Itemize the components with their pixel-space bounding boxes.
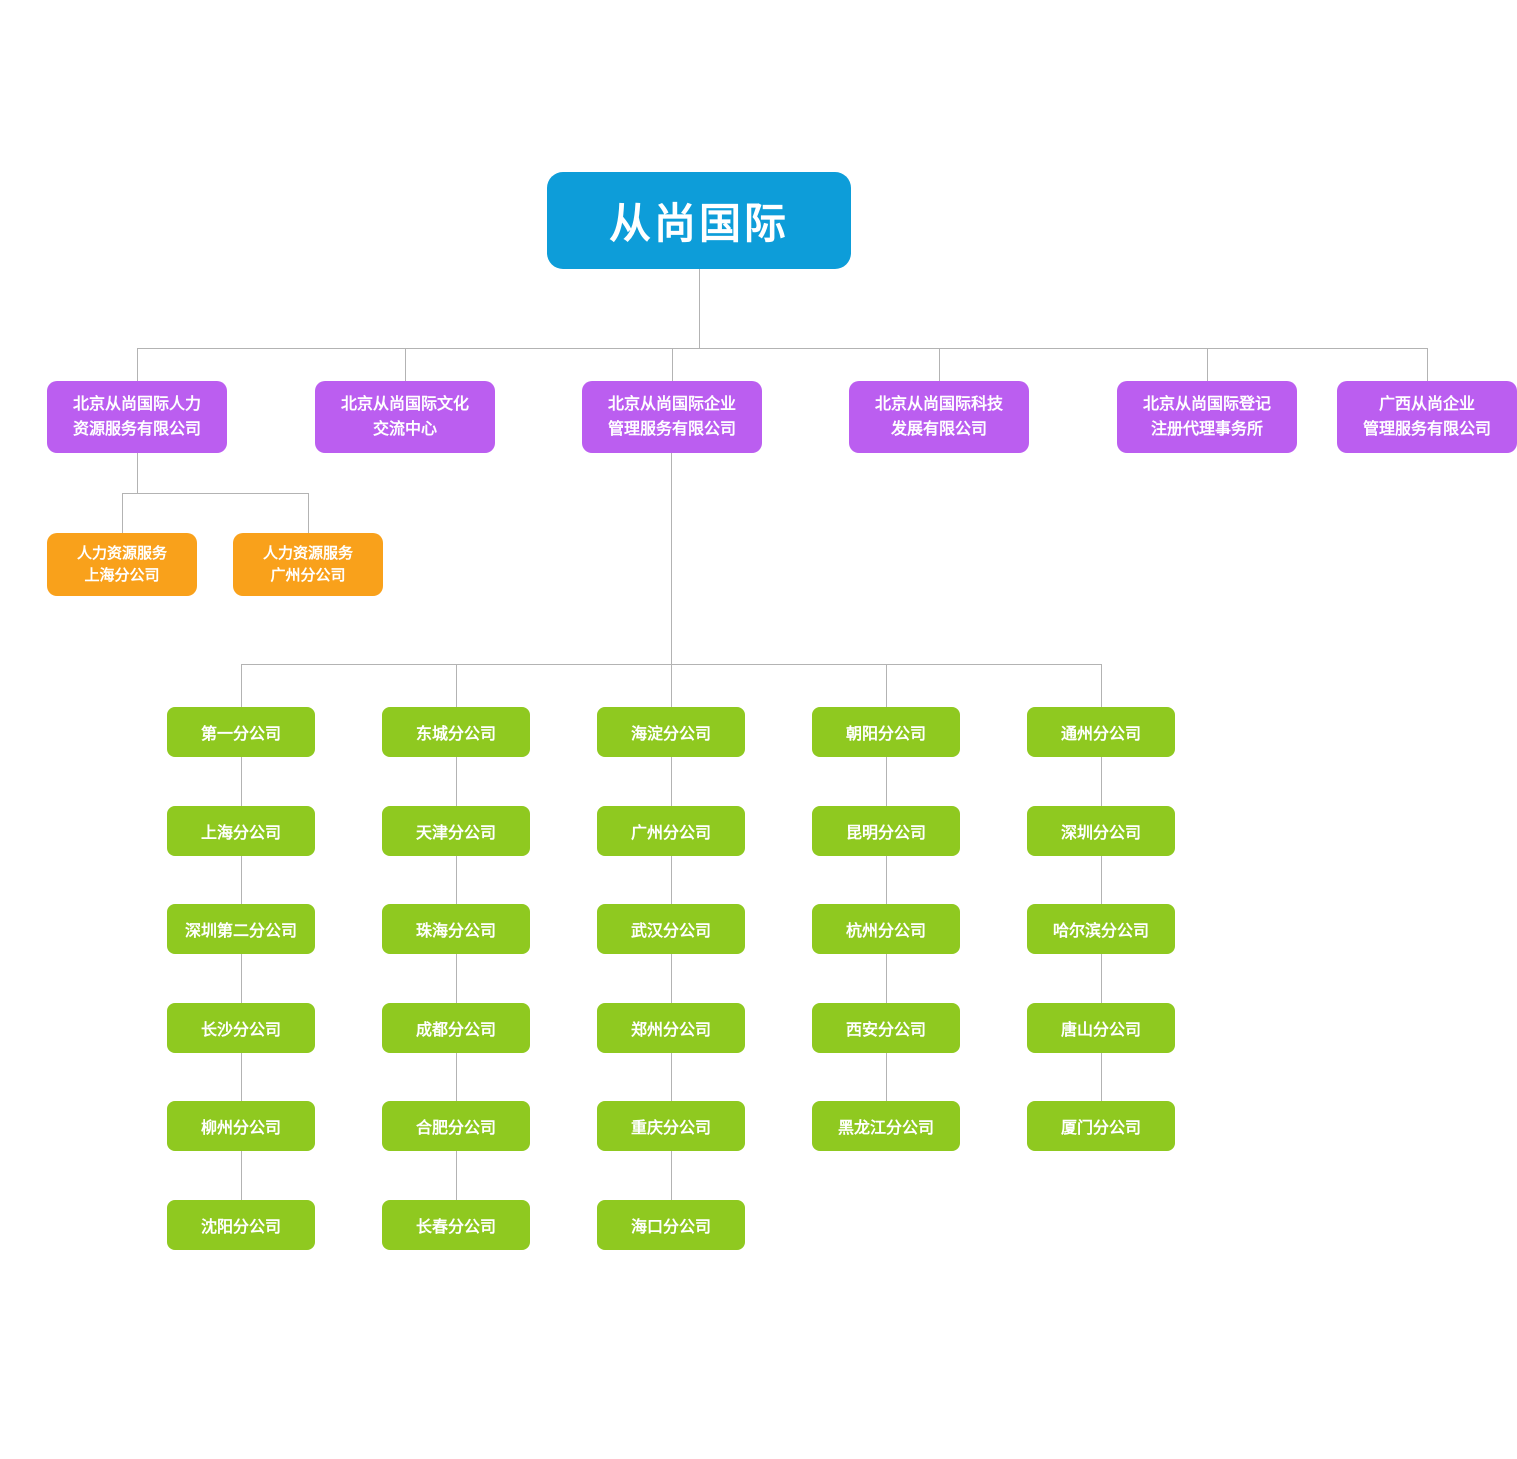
org-node-leaf: 黑龙江分公司 (812, 1101, 960, 1151)
org-node-leaf: 沈阳分公司 (167, 1200, 315, 1250)
org-node-leaf: 郑州分公司 (597, 1003, 745, 1053)
org-node-level2: 北京从尚国际登记 注册代理事务所 (1117, 381, 1297, 453)
org-node-leaf: 第一分公司 (167, 707, 315, 757)
connector-line (886, 954, 887, 1003)
connector-line (1101, 1053, 1102, 1101)
org-node-level2: 北京从尚国际人力 资源服务有限公司 (47, 381, 227, 453)
org-node-leaf: 昆明分公司 (812, 806, 960, 856)
connector-line (671, 1053, 672, 1101)
connector-line (939, 348, 940, 381)
org-node-leaf: 朝阳分公司 (812, 707, 960, 757)
org-node-hr-branch: 人力资源服务 上海分公司 (47, 533, 197, 596)
org-node-leaf: 柳州分公司 (167, 1101, 315, 1151)
connector-line (886, 1053, 887, 1101)
connector-line (671, 664, 672, 707)
connector-line (1101, 664, 1102, 707)
org-node-level2: 北京从尚国际文化 交流中心 (315, 381, 495, 453)
connector-line (1207, 348, 1208, 381)
connector-line (1101, 954, 1102, 1003)
connector-line (137, 348, 1428, 349)
connector-line (241, 954, 242, 1003)
connector-line (671, 954, 672, 1003)
connector-line (1101, 856, 1102, 904)
connector-line (456, 664, 457, 707)
connector-line (456, 757, 457, 806)
org-node-leaf: 天津分公司 (382, 806, 530, 856)
org-node-leaf: 东城分公司 (382, 707, 530, 757)
connector-line (308, 493, 309, 533)
org-node-leaf: 重庆分公司 (597, 1101, 745, 1151)
connector-line (456, 1053, 457, 1101)
org-node-hr-branch: 人力资源服务 广州分公司 (233, 533, 383, 596)
connector-line (241, 1151, 242, 1200)
org-node-leaf: 长沙分公司 (167, 1003, 315, 1053)
org-node-level2: 广西从尚企业 管理服务有限公司 (1337, 381, 1517, 453)
org-node-leaf: 合肥分公司 (382, 1101, 530, 1151)
org-node-leaf: 武汉分公司 (597, 904, 745, 954)
connector-line (456, 954, 457, 1003)
connector-line (137, 348, 138, 381)
connector-line (886, 664, 887, 707)
connector-line (671, 856, 672, 904)
org-node-leaf: 深圳第二分公司 (167, 904, 315, 954)
connector-line (456, 1151, 457, 1200)
org-node-leaf: 珠海分公司 (382, 904, 530, 954)
org-node-leaf: 哈尔滨分公司 (1027, 904, 1175, 954)
connector-line (699, 269, 700, 348)
org-node-leaf: 深圳分公司 (1027, 806, 1175, 856)
org-node-leaf: 广州分公司 (597, 806, 745, 856)
org-node-leaf: 成都分公司 (382, 1003, 530, 1053)
org-node-root: 从尚国际 (547, 172, 851, 269)
org-node-leaf: 厦门分公司 (1027, 1101, 1175, 1151)
connector-line (671, 757, 672, 806)
connector-line (405, 348, 406, 381)
org-node-leaf: 长春分公司 (382, 1200, 530, 1250)
connector-line (671, 453, 672, 664)
connector-line (1427, 348, 1428, 381)
connector-line (672, 348, 673, 381)
connector-line (241, 1053, 242, 1101)
connector-line (456, 856, 457, 904)
connector-line (886, 757, 887, 806)
connector-line (122, 493, 309, 494)
connector-line (137, 453, 138, 493)
connector-line (671, 1151, 672, 1200)
org-node-leaf: 杭州分公司 (812, 904, 960, 954)
org-node-leaf: 西安分公司 (812, 1003, 960, 1053)
org-node-leaf: 唐山分公司 (1027, 1003, 1175, 1053)
org-node-leaf: 通州分公司 (1027, 707, 1175, 757)
org-node-leaf: 海口分公司 (597, 1200, 745, 1250)
org-node-level2: 北京从尚国际企业 管理服务有限公司 (582, 381, 762, 453)
connector-line (241, 856, 242, 904)
org-node-leaf: 上海分公司 (167, 806, 315, 856)
org-node-level2: 北京从尚国际科技 发展有限公司 (849, 381, 1029, 453)
org-node-leaf: 海淀分公司 (597, 707, 745, 757)
connector-line (241, 757, 242, 806)
connector-line (122, 493, 123, 533)
connector-line (1101, 757, 1102, 806)
connector-line (241, 664, 242, 707)
connector-line (886, 856, 887, 904)
